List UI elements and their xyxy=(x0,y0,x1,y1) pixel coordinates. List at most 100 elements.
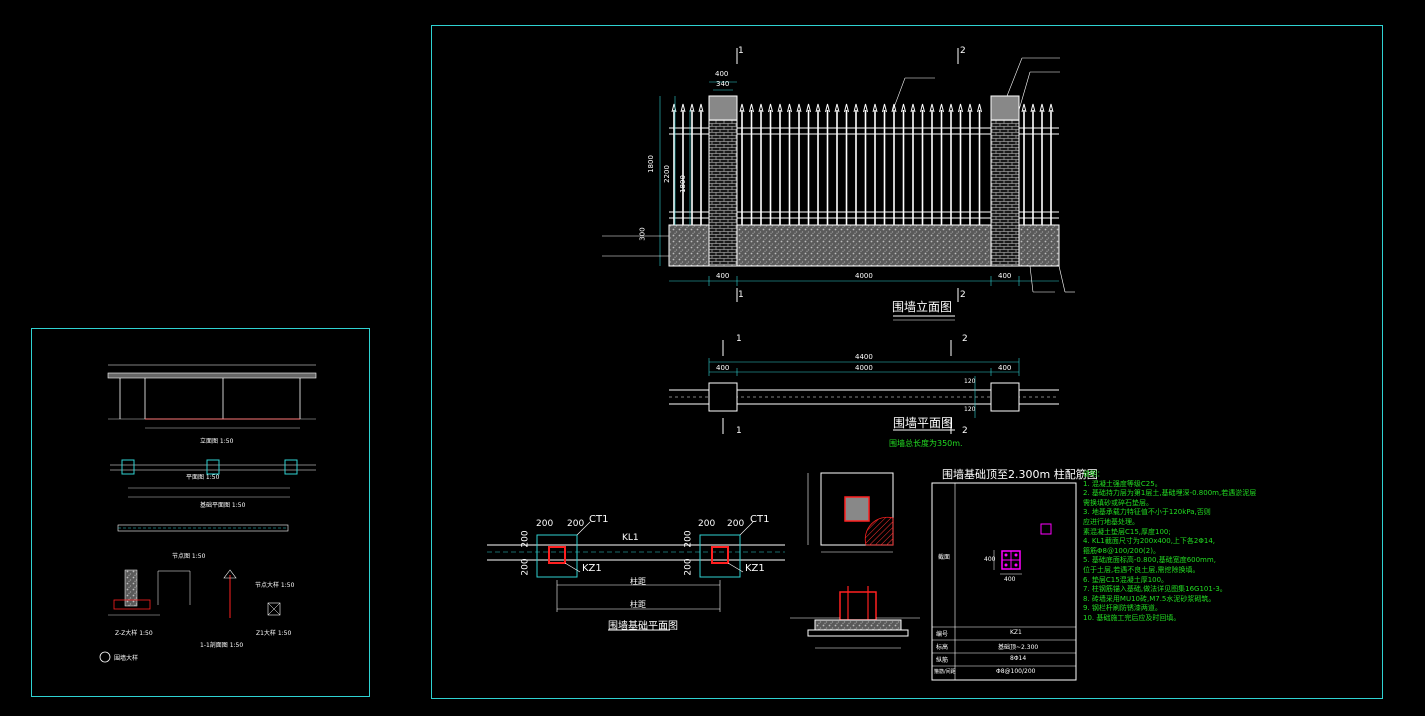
fence-pickets xyxy=(671,103,1054,225)
fence-picket-tip xyxy=(872,103,878,113)
left-footer-title: 围墙大样 xyxy=(114,655,139,662)
note-item: 4. KL1截面尺寸为200x400,上下各2Φ14, xyxy=(1083,537,1216,546)
fence-picket-tip xyxy=(901,103,906,113)
fence-picket-tip xyxy=(1039,103,1045,113)
column-kz1-right xyxy=(711,546,729,564)
section-column xyxy=(839,591,877,621)
fence-picket-tip xyxy=(739,103,745,113)
footing-detail xyxy=(790,472,920,649)
fence-picket-tip xyxy=(853,103,859,113)
table-row-label-id: 编号 xyxy=(936,631,949,638)
foundation-label-9: 200 xyxy=(520,558,531,576)
fence-picket-tip xyxy=(689,103,695,113)
elevation-dim-left-4: 300 xyxy=(638,227,647,241)
foundation-label-kz1-left: KZ1 xyxy=(582,563,602,574)
fence-picket-tip xyxy=(749,103,754,113)
elevation-dimensions xyxy=(659,81,1059,286)
left-drawing-frame xyxy=(31,328,370,697)
column-table-title: 围墙基础顶至2.300m 柱配筋图 xyxy=(942,468,1098,481)
fence-picket-tip xyxy=(796,103,802,113)
foundation-plan xyxy=(487,521,785,631)
note-item: 需换填砂或碎石垫层。 xyxy=(1083,498,1153,507)
plan-dim-3: 400 xyxy=(998,364,1012,372)
table-row-label-stirrup: 箍筋/间距 xyxy=(934,669,956,675)
plan-title: 围墙平面图 xyxy=(893,416,954,430)
left-elevation-title: 立面图 1:50 xyxy=(200,438,234,445)
left-detail-c: Z1大样 1:50 xyxy=(256,630,292,637)
foundation-dim-2: 柱距 xyxy=(630,600,646,609)
foundation-title: 围墙基础平面图 xyxy=(608,621,678,632)
note-item: 3. 地基承载力特征值不小于120kPa,否则 xyxy=(1083,508,1211,517)
note-item: 9. 钢栏杆刷防锈漆两道。 xyxy=(1083,604,1162,613)
foundation-label-1: 200 xyxy=(536,519,554,529)
elevation-dim-left-3: 1800 xyxy=(678,175,687,193)
note-item: 8. 砖墙采用MU10砖,M7.5水泥砂浆砌筑。 xyxy=(1083,594,1216,603)
plan-section-2-top: 2 xyxy=(962,334,968,344)
foundation-label-ct1-right: CT1 xyxy=(750,514,770,525)
note-item: 7. 柱钢筋锚入基础,做法详见图集16G101-3。 xyxy=(1083,585,1227,594)
fence-picket-tip xyxy=(825,103,830,113)
elevation-dim-top-1: 400 xyxy=(715,70,729,78)
plan-section-lines xyxy=(722,340,952,434)
table-row-value-id: KZ1 xyxy=(1010,629,1022,636)
fence-picket-tip xyxy=(787,103,792,113)
foundation-label-kl1: KL1 xyxy=(622,533,639,543)
note-item: 箍筋Φ8@100/200(2)。 xyxy=(1083,546,1160,555)
foundation-label-ct1-left: CT1 xyxy=(589,514,609,525)
footing-plan-column xyxy=(844,496,870,522)
fence-picket-tip xyxy=(671,103,677,113)
fence-picket-tip xyxy=(768,103,773,113)
pillar-left xyxy=(708,95,738,267)
table-row-label-section: 截面 xyxy=(938,554,951,561)
fence-picket-tip xyxy=(758,103,764,113)
left-detail-a: Z-Z大样 1:50 xyxy=(115,630,153,637)
fence-picket-tip xyxy=(939,103,944,113)
plan-pillar-left xyxy=(708,382,738,412)
fence-picket-tip xyxy=(777,103,783,113)
note-item: 位于土层,若遇不良土层,需挖除换填。 xyxy=(1083,565,1200,574)
fence-picket-tip xyxy=(844,103,849,113)
plan-dimensions xyxy=(708,358,1020,418)
table-section-dim-2: 400 xyxy=(984,556,996,563)
elevation-section-2-bottom: 2 xyxy=(960,290,966,300)
elevation-dim-bottom-1: 400 xyxy=(716,272,730,280)
table-border xyxy=(931,482,1077,681)
note-item: 素混凝土垫层C15,厚度100; xyxy=(1083,527,1171,536)
foundation-dim-1: 柱距 xyxy=(630,577,646,586)
column-kz1-left xyxy=(548,546,566,564)
plan-dim-right-2: 120 xyxy=(964,406,976,413)
left-plan-title: 平面图 1:50 xyxy=(186,474,220,481)
pillar-left-cap xyxy=(708,95,738,121)
elevation-leaders xyxy=(602,57,1075,293)
pillar-right xyxy=(990,95,1020,267)
notes-block: 说明： 1. 混凝土强度等级C25。2. 基础持力层为第1层土,基础埋深-0.8… xyxy=(1083,470,1268,624)
note-item: 2. 基础持力层为第1层土,基础埋深-0.800m,若遇淤泥层 xyxy=(1083,489,1257,498)
table-section-dim-1: 400 xyxy=(1004,576,1016,583)
fence-picket-tip xyxy=(958,103,963,113)
elevation-section-1-top: 1 xyxy=(738,46,744,56)
plan-note: 围墙总长度为350m. xyxy=(889,439,963,448)
fence-picket-tip xyxy=(1030,103,1036,113)
elevation-dim-bottom-2: 4000 xyxy=(855,272,873,280)
fence-picket-tip xyxy=(967,103,973,113)
table-row-label-rebar: 纵筋 xyxy=(936,657,949,664)
fence-picket-tip xyxy=(806,103,811,113)
base-middle xyxy=(736,224,992,267)
fence-picket-tip xyxy=(815,103,821,113)
plan-pillar-right xyxy=(990,382,1020,412)
elevation-title: 围墙立面图 xyxy=(892,300,953,314)
fence-picket-tip xyxy=(910,103,916,113)
fence-picket-tip xyxy=(698,103,704,113)
table-row-value-elev: 基础顶~2.300 xyxy=(998,644,1039,651)
left-foundation-title: 基础平面图 1:50 xyxy=(200,502,246,509)
wall-plan xyxy=(669,340,1059,434)
fence-picket-tip xyxy=(1021,103,1027,113)
foundation-label-6: 200 xyxy=(727,519,745,529)
footing-ct1-right xyxy=(699,534,741,578)
plan-dim-1: 400 xyxy=(716,364,730,372)
elevation-section-2-top: 2 xyxy=(960,46,966,56)
footing-plan-detail xyxy=(820,472,894,546)
base-left xyxy=(668,224,710,267)
fence-picket-tip xyxy=(929,103,935,113)
